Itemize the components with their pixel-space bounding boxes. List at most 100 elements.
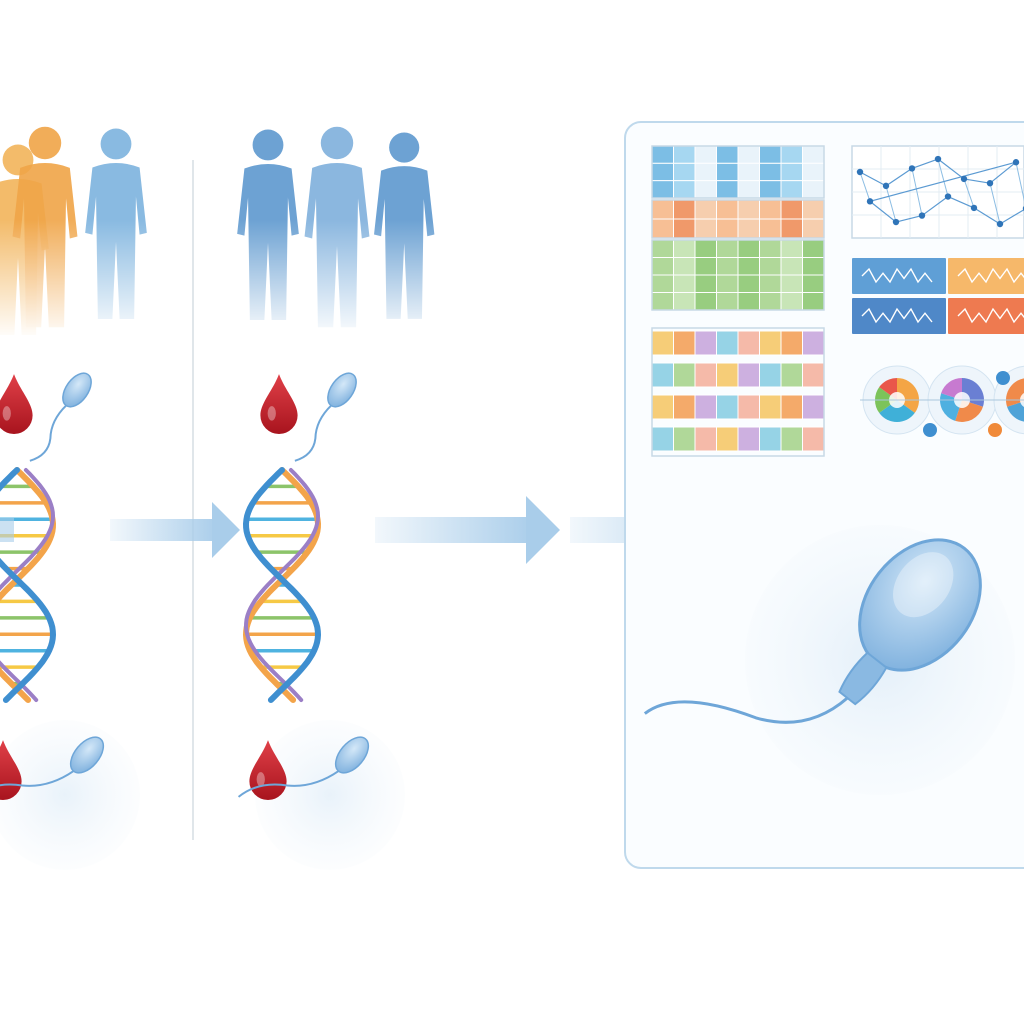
data-card — [852, 258, 946, 294]
dna-strand — [243, 468, 321, 702]
heatmap-cell — [673, 274, 696, 293]
network-edge — [1015, 162, 1024, 202]
heatmap-cell — [802, 426, 825, 452]
heatmap-cell — [716, 145, 739, 164]
sperm-cell-icon — [237, 736, 370, 798]
sperm-cell-icon — [294, 372, 357, 462]
heatmap-frame — [651, 327, 825, 457]
heatmap-cell — [673, 162, 696, 182]
data-card-trace — [861, 307, 933, 324]
heatmap-cell — [716, 218, 739, 239]
heatmap-cell — [737, 394, 760, 420]
heatmap-cell — [694, 239, 717, 258]
heatmap-cell — [651, 257, 674, 276]
heatmap-cell — [673, 145, 696, 164]
heatmap-cell — [737, 145, 760, 164]
heatmap-cell — [673, 218, 696, 239]
network-edge — [859, 171, 887, 187]
dna-strand — [242, 467, 322, 703]
heatmap-cell — [694, 362, 717, 388]
heatmap-cell — [780, 162, 803, 182]
featured-sperm-cell — [643, 525, 1015, 795]
heatmap-cell — [802, 218, 825, 239]
heatmap-cell — [737, 218, 760, 239]
people-fade — [0, 220, 190, 340]
heatmap-cell — [759, 330, 782, 356]
sperm-cell-icon — [29, 372, 92, 462]
heatmap-cell — [716, 162, 739, 182]
heatmap-cell — [802, 292, 825, 311]
flow-arrow — [110, 502, 240, 558]
heatmap-cell — [802, 199, 825, 220]
network-node — [934, 155, 942, 163]
sperm-tail — [643, 696, 849, 724]
heatmap-cell — [694, 330, 717, 356]
heatmap-cell — [651, 362, 674, 388]
cohort-2 — [215, 126, 455, 870]
heatmap-cell — [759, 162, 782, 182]
arrow-head — [212, 502, 240, 558]
data-card-bg — [852, 258, 946, 294]
network-edge — [963, 178, 975, 209]
heatmap-cell — [716, 426, 739, 452]
network-edge — [963, 178, 991, 184]
heatmap-cell — [780, 394, 803, 420]
dna-helix-icon — [0, 467, 57, 703]
heatmap-cell — [759, 274, 782, 293]
network-node — [986, 179, 994, 187]
heatmap-frame — [651, 145, 825, 199]
heatmap-green — [651, 239, 825, 311]
heatmap-cell — [694, 180, 717, 199]
heatmap-cell — [716, 257, 739, 276]
flow-arrow-stub — [0, 518, 14, 542]
heatmap-cell — [673, 239, 696, 258]
heatmap-cell — [651, 394, 674, 420]
heatmap-cell — [780, 362, 803, 388]
heatmap-cell — [759, 394, 782, 420]
heatmap-cell — [673, 199, 696, 220]
heatmap-blue — [651, 145, 825, 199]
pipeline-node — [996, 371, 1010, 385]
network-edge — [911, 168, 923, 216]
heatmap-cell — [694, 274, 717, 293]
network-edge — [947, 195, 975, 209]
data-card — [852, 298, 946, 334]
heatmap-cell — [673, 180, 696, 199]
heatmap-cell — [673, 426, 696, 452]
network-edge — [911, 158, 939, 169]
network-node — [960, 175, 968, 183]
blood-drop-icon — [0, 374, 33, 434]
heatmap-cell — [694, 145, 717, 164]
heatmap-cell — [802, 180, 825, 199]
heatmap-cell — [780, 145, 803, 164]
heatmap-cell — [802, 330, 825, 356]
data-card-trace — [957, 267, 1024, 284]
donut-slice — [1007, 401, 1024, 422]
network-node — [1012, 159, 1020, 166]
heatmap-cell — [780, 292, 803, 311]
network-edge — [999, 208, 1024, 225]
heatmap-cell — [802, 274, 825, 293]
heatmap-cell — [716, 330, 739, 356]
heatmap-cell — [802, 162, 825, 182]
heatmap-cell — [780, 426, 803, 452]
heatmap-cell — [651, 330, 674, 356]
pipeline-node — [988, 423, 1002, 437]
arrow-head — [526, 496, 560, 564]
network-node — [866, 198, 874, 205]
heatmap-cell — [651, 292, 674, 311]
analysis-panel-content — [643, 145, 1024, 795]
heatmap-cell — [694, 199, 717, 220]
data-card-bg — [948, 298, 1024, 334]
people-group — [0, 126, 190, 340]
heatmap-cell — [694, 257, 717, 276]
heatmap-orange — [651, 199, 825, 239]
dna-strand — [0, 467, 57, 703]
data-card-trace — [861, 267, 933, 284]
heatmap-cell — [694, 218, 717, 239]
heatmap-cell — [759, 257, 782, 276]
heatmap-cell — [802, 394, 825, 420]
dna-strand — [0, 467, 57, 703]
network-node — [996, 220, 1004, 228]
